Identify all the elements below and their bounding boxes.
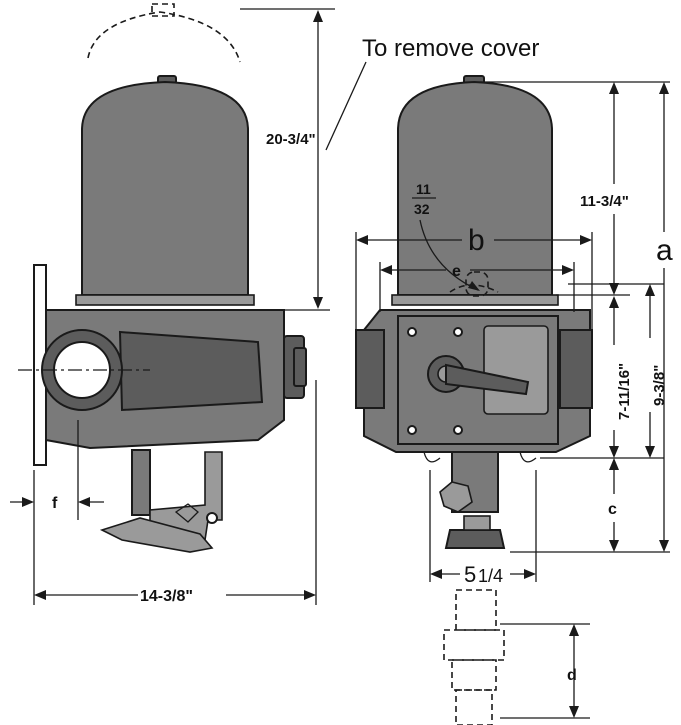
side-housing-panel: [118, 330, 264, 412]
removed-cover-outline: [87, 11, 241, 63]
front-cover: [397, 80, 553, 296]
f-label: f: [52, 495, 58, 512]
a-label: a: [656, 234, 673, 267]
removed-cover-knob: [151, 3, 175, 17]
overall-height-label: 20-3/4": [266, 131, 316, 148]
side-lever: [99, 517, 214, 553]
front-view: [355, 75, 593, 549]
remove-cover-label: To remove cover: [362, 35, 539, 62]
front-cover-rim: [391, 294, 559, 306]
front-hub-left: [355, 329, 385, 409]
fraction-denominator: 32: [414, 201, 430, 217]
side-cover-rim: [75, 294, 255, 306]
front-dimensions: [355, 81, 670, 582]
lower-extension: [443, 589, 590, 725]
front-base: [444, 529, 506, 549]
cover-height-label: 11-3/4": [580, 193, 629, 210]
operating-handle: [445, 363, 530, 396]
base-width-fraction: 1/4: [478, 566, 503, 586]
side-view: [18, 3, 307, 553]
front-base-nut: [439, 481, 473, 513]
d-label: d: [567, 667, 577, 684]
overall-width-label: 14-3/8": [140, 588, 193, 605]
side-dimensions: [10, 8, 367, 605]
side-stem: [131, 449, 151, 516]
body-height-label: 7-11/16": [616, 363, 633, 420]
front-hub-right: [559, 329, 593, 409]
side-cover: [81, 80, 249, 296]
labels: To remove cover 20-3/4" 11-3/4" a b e 11…: [52, 35, 673, 684]
front-window: [483, 325, 549, 415]
base-width-whole: 5: [464, 562, 476, 587]
mount-height-label: 9-3/8": [651, 365, 668, 406]
b-label: b: [468, 224, 485, 257]
c-label: c: [608, 501, 617, 518]
fraction-numerator: 11: [416, 181, 431, 197]
e-label: e: [452, 263, 461, 280]
